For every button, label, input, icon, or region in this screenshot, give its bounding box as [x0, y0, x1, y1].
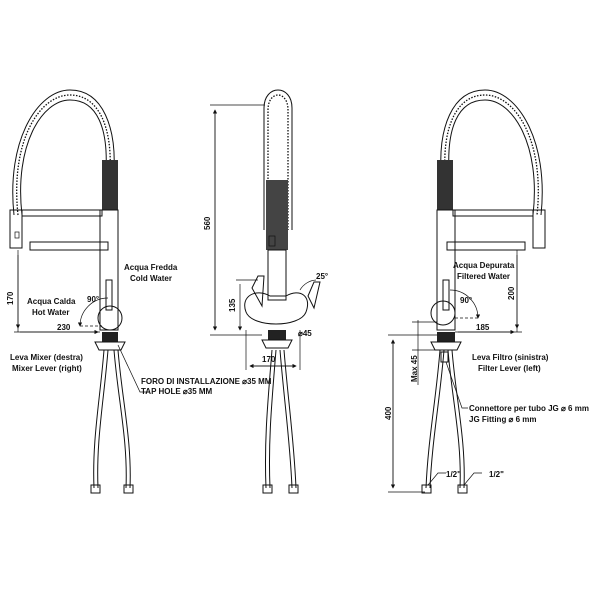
cold-water-label-en: Cold Water: [130, 274, 172, 283]
cold-water-label-it: Acqua Fredda: [124, 263, 178, 272]
filtered-water-label-it: Acqua Depurata: [453, 261, 515, 270]
base-width-dim: 170: [262, 355, 276, 364]
mixer-lever-label-en: Mixer Lever (right): [12, 364, 82, 373]
middle-faucet: [210, 89, 321, 494]
tap-hole-label-it: FORO DI INSTALLAZIONE ⌀35 MM: [141, 377, 272, 386]
right-angle-label: 90°: [460, 296, 472, 305]
filter-lever-label-it: Leva Filtro (sinistra): [472, 353, 549, 362]
right-reach-dim: 185: [476, 323, 490, 332]
tap-hole-label-en: TAP HOLE ⌀35 MM: [141, 387, 213, 396]
left-reach-dim: 230: [57, 323, 71, 332]
hose-length-dim: 400: [384, 406, 393, 420]
hot-water-label-it: Acqua Calda: [27, 297, 76, 306]
right-faucet: [388, 89, 546, 494]
left-faucet: [9, 89, 150, 494]
thread-label-b: 1/2": [489, 470, 504, 479]
diameter-label: ⌀45: [298, 329, 312, 338]
jg-fitting-label-en: JG Fitting ⌀ 6 mm: [469, 415, 537, 424]
lever-height-dim: 135: [228, 298, 237, 312]
hot-water-label-en: Hot Water: [32, 308, 69, 317]
total-height-dim: 560: [203, 216, 212, 230]
filter-lever-label-en: Filter Lever (left): [478, 364, 541, 373]
left-height-dim: 170: [6, 291, 15, 305]
thread-label-a: 1/2": [446, 470, 461, 479]
left-angle-label: 90°: [87, 295, 99, 304]
right-height-dim: 200: [507, 286, 516, 300]
max-depth-dim: Max 45: [410, 355, 419, 382]
filtered-water-label-en: Filtered Water: [457, 272, 510, 281]
lever-angle-label: 25°: [316, 272, 328, 281]
mixer-lever-label-it: Leva Mixer (destra): [10, 353, 83, 362]
jg-fitting-label-it: Connettore per tubo JG ⌀ 6 mm: [469, 404, 589, 413]
